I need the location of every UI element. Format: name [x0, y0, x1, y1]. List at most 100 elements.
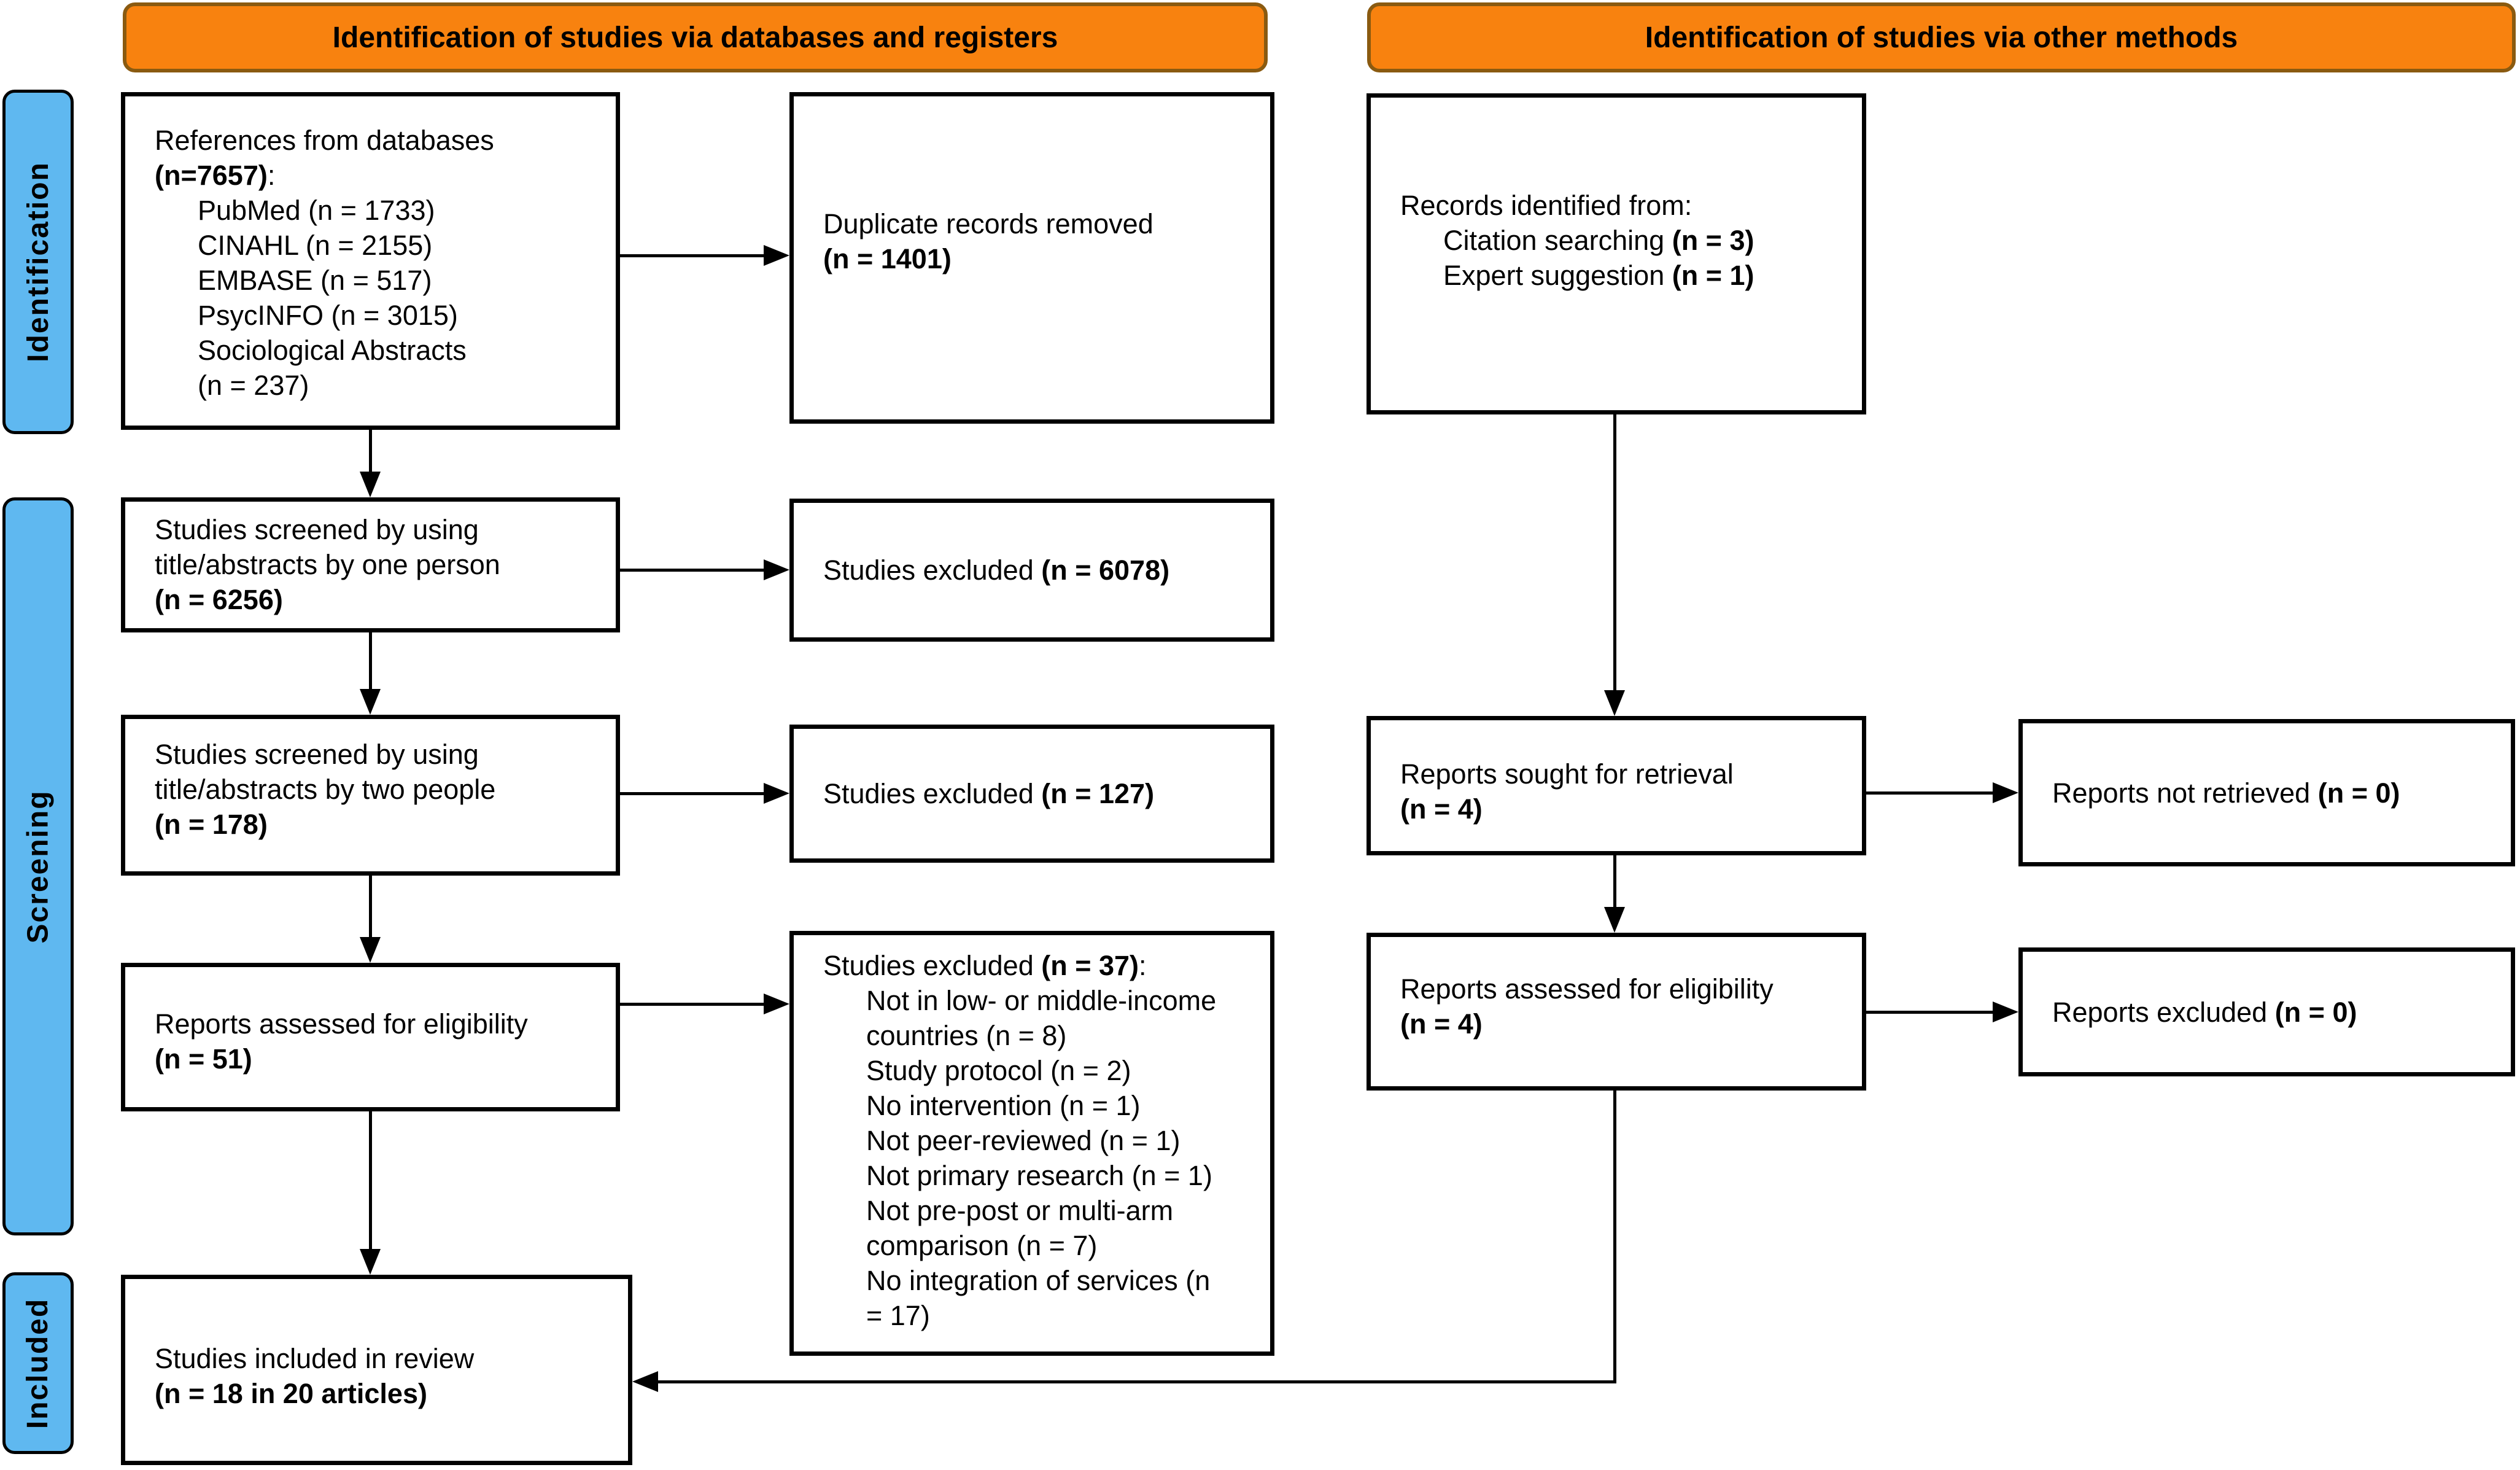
box-studies-excluded-127: Studies excluded (n = 127): [789, 725, 1274, 863]
text-line: (n = 6256): [155, 584, 283, 615]
box-reports-assessed-eligibility-other-text: Reports assessed for eligibility (n = 4): [1400, 971, 1853, 1041]
tab-identification-label: Identification: [21, 161, 55, 362]
text-line: Reports not retrieved (n = 0): [2052, 777, 2400, 809]
box-studies-included-review: Studies included in review (n = 18 in 20…: [121, 1275, 632, 1465]
box-reports-not-retrieved-text: Reports not retrieved (n = 0): [2052, 776, 2502, 811]
box-duplicate-records-removed: Duplicate records removed (n = 1401): [789, 92, 1274, 424]
arrow-screened-one-to-excluded-6078: [620, 569, 764, 572]
text-line: Not peer-reviewed (n = 1): [866, 1125, 1181, 1156]
header-databases-registers-label: Identification of studies via databases …: [332, 21, 1058, 54]
tab-included: Included: [2, 1272, 74, 1454]
box-reports-excluded: Reports excluded (n = 0): [2018, 947, 2515, 1076]
arrow-references-to-screened-one: [369, 430, 372, 472]
box-reports-assessed-eligibility-other: Reports assessed for eligibility (n = 4): [1367, 933, 1866, 1091]
arrowhead-assessed-to-excluded-37: [764, 994, 789, 1014]
arrowhead-assessed-other-to-reports-excluded: [1993, 1001, 2018, 1022]
arrowhead-records-other-to-sought: [1604, 690, 1625, 716]
arrow-screened-two-to-assessed: [369, 876, 372, 937]
box-reports-sought-retrieval-text: Reports sought for retrieval (n = 4): [1400, 756, 1853, 826]
text-line: Studies excluded (n = 6078): [823, 554, 1170, 586]
arrow-records-other-to-sought: [1613, 414, 1616, 690]
arrow-assessed-other-to-included-vertical: [1613, 1091, 1616, 1383]
text-line: Studies screened by using: [155, 514, 479, 545]
box-screened-two-people: Studies screened by using title/abstract…: [121, 715, 620, 876]
text-line: (n = 18 in 20 articles): [155, 1378, 427, 1409]
arrowhead-screened-one-to-excluded-6078: [764, 559, 789, 580]
text-line: PubMed (n = 1733): [198, 195, 435, 226]
box-studies-excluded-37: Studies excluded (n = 37): Not in low- o…: [789, 931, 1274, 1356]
arrowhead-screened-two-to-assessed: [360, 937, 381, 963]
box-reports-sought-retrieval: Reports sought for retrieval (n = 4): [1367, 716, 1866, 855]
text-line: Not in low- or middle-income: [866, 985, 1217, 1016]
tab-identification: Identification: [2, 90, 74, 434]
text-line: Not pre-post or multi-arm: [866, 1195, 1174, 1226]
text-line: Studies included in review: [155, 1343, 475, 1374]
tab-screening: Screening: [2, 497, 74, 1235]
tab-screening-label: Screening: [21, 789, 55, 944]
arrow-screened-one-to-screened-two: [369, 632, 372, 689]
box-references-from-databases: References from databases (n=7657): PubM…: [121, 92, 620, 430]
box-duplicate-records-removed-text: Duplicate records removed (n = 1401): [823, 206, 1262, 276]
arrowhead-screened-one-to-screened-two: [360, 689, 381, 715]
box-reports-excluded-text: Reports excluded (n = 0): [2052, 995, 2502, 1030]
text-line: Sociological Abstracts: [198, 335, 467, 366]
arrow-screened-two-to-excluded-127: [620, 792, 764, 795]
text-line: Not primary research (n = 1): [866, 1160, 1212, 1191]
text-line: title/abstracts by one person: [155, 549, 500, 580]
arrow-assessed-to-excluded-37: [620, 1003, 764, 1006]
text-line: EMBASE (n = 517): [198, 265, 432, 296]
text-line: Reports assessed for eligibility: [1400, 973, 1774, 1005]
text-line: Expert suggestion (n = 1): [1443, 260, 1754, 291]
text-line: = 17): [866, 1300, 930, 1331]
arrowhead-references-to-screened-one: [360, 472, 381, 497]
box-studies-excluded-37-text: Studies excluded (n = 37): Not in low- o…: [823, 948, 1262, 1333]
text-line: CINAHL (n = 2155): [198, 230, 433, 261]
text-line: Studies screened by using: [155, 739, 479, 770]
box-studies-included-review-text: Studies included in review (n = 18 in 20…: [155, 1341, 619, 1411]
tab-included-label: Included: [21, 1297, 55, 1429]
text-line: Citation searching (n = 3): [1443, 225, 1754, 256]
text-line: (n = 1401): [823, 243, 952, 274]
text-line: title/abstracts by two people: [155, 774, 496, 805]
text-line: countries (n = 8): [866, 1020, 1067, 1051]
text-line: (n = 51): [155, 1043, 252, 1075]
arrow-sought-to-not-retrieved: [1866, 791, 1993, 795]
box-screened-two-people-text: Studies screened by using title/abstract…: [155, 737, 607, 842]
arrowhead-assessed-other-to-included: [632, 1371, 658, 1392]
text-line: Studies excluded (n = 127): [823, 778, 1155, 809]
text-line: (n = 237): [198, 370, 309, 401]
arrow-sought-to-assessed-other: [1613, 855, 1616, 907]
header-databases-registers: Identification of studies via databases …: [123, 2, 1268, 72]
text-line: (n = 4): [1400, 793, 1483, 825]
text-line: Reports assessed for eligibility: [155, 1008, 528, 1040]
text-line: (n=7657):: [155, 160, 276, 191]
text-line: No intervention (n = 1): [866, 1090, 1141, 1121]
arrow-assessed-to-included: [369, 1111, 372, 1249]
text-line: comparison (n = 7): [866, 1230, 1098, 1261]
text-line: No integration of services (n: [866, 1265, 1211, 1296]
arrowhead-sought-to-not-retrieved: [1993, 782, 2018, 803]
header-other-methods: Identification of studies via other meth…: [1367, 2, 2516, 72]
arrowhead-assessed-to-included: [360, 1249, 381, 1275]
text-line: Reports sought for retrieval: [1400, 758, 1734, 790]
box-reports-assessed-eligibility-databases: Reports assessed for eligibility (n = 51…: [121, 963, 620, 1111]
text-line: Records identified from:: [1400, 190, 1692, 221]
box-studies-excluded-6078: Studies excluded (n = 6078): [789, 499, 1274, 642]
text-line: (n = 178): [155, 809, 268, 840]
arrow-assessed-other-to-included-horizontal: [658, 1380, 1616, 1383]
arrow-references-to-duplicates: [620, 254, 764, 257]
box-screened-one-person-text: Studies screened by using title/abstract…: [155, 512, 607, 617]
box-records-identified-other: Records identified from: Citation search…: [1367, 93, 1866, 414]
text-line: Study protocol (n = 2): [866, 1055, 1131, 1086]
text-line: (n = 4): [1400, 1008, 1483, 1040]
arrowhead-screened-two-to-excluded-127: [764, 783, 789, 804]
box-studies-excluded-6078-text: Studies excluded (n = 6078): [823, 553, 1262, 588]
text-line: Studies excluded (n = 37):: [823, 950, 1147, 981]
arrowhead-sought-to-assessed-other: [1604, 907, 1625, 933]
box-screened-one-person: Studies screened by using title/abstract…: [121, 497, 620, 632]
box-reports-not-retrieved: Reports not retrieved (n = 0): [2018, 719, 2515, 866]
box-reports-assessed-eligibility-databases-text: Reports assessed for eligibility (n = 51…: [155, 1006, 607, 1076]
arrowhead-references-to-duplicates: [764, 245, 789, 266]
text-line: PsycINFO (n = 3015): [198, 300, 458, 331]
